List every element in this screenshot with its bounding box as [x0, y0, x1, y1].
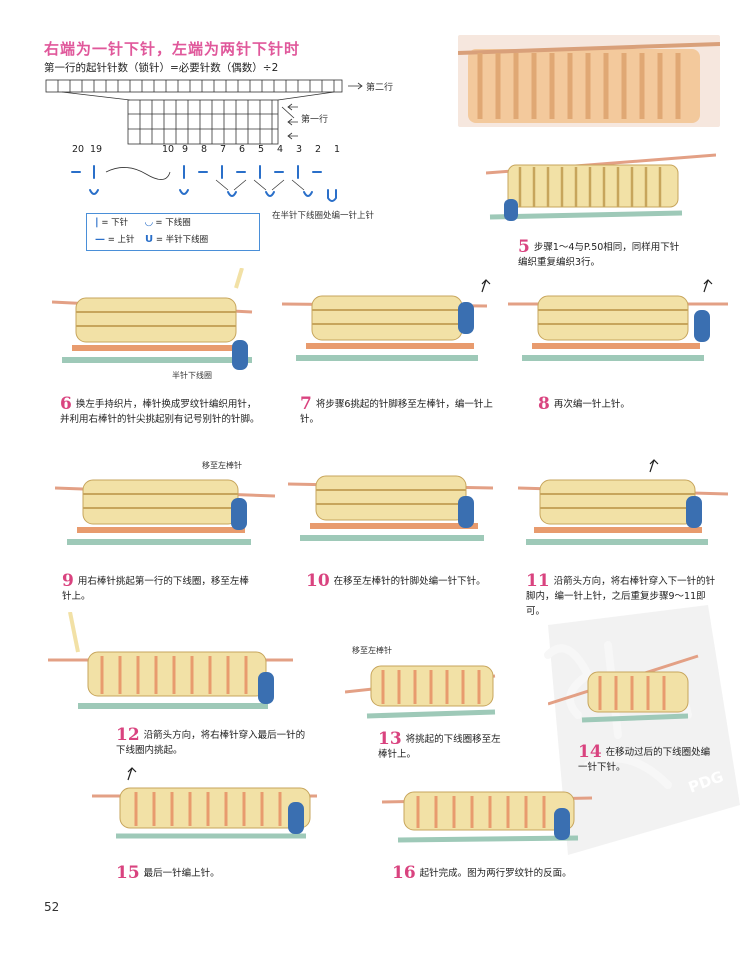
step9-illustration — [55, 450, 280, 565]
step-number: 11 — [526, 571, 550, 591]
step12-illustration — [48, 612, 298, 732]
stitch-number: 6 — [239, 144, 246, 155]
row1-label: 第一行 — [301, 115, 329, 125]
step-number: 9 — [62, 571, 74, 591]
step5-illustration — [486, 135, 716, 235]
stitch-number: 9 — [182, 144, 189, 155]
stitch-number: 1 — [334, 144, 341, 155]
step8-illustration — [508, 262, 733, 382]
stitch-chart — [45, 79, 363, 145]
row2-label: 第二行 — [366, 83, 394, 93]
page-title: 右端为一针下针，左端为两针下针时 — [44, 40, 301, 58]
legend-item-lower-loop: ◡ = 下线圈 — [145, 217, 191, 228]
page-number: 52 — [44, 900, 60, 914]
move-left-label-13: 移至左棒针 — [352, 646, 392, 655]
legend-item-purl: — = 上针 — [95, 234, 135, 245]
stitch-number-row: 20 19 10 9 8 7 6 5 4 3 2 1 — [58, 144, 341, 158]
move-left-label-9: 移至左棒针 — [202, 461, 242, 470]
stitch-number: 20 — [72, 144, 85, 155]
step6-illustration — [52, 268, 267, 388]
lower-loop-symbol-icon: ◡ — [145, 217, 153, 228]
step10-illustration — [288, 440, 498, 560]
stitch-number: 5 — [258, 144, 265, 155]
stitch-number: 7 — [220, 144, 227, 155]
step-number: 7 — [300, 394, 312, 414]
step-number: 10 — [306, 571, 330, 591]
step11-illustration — [518, 450, 733, 565]
legend: | = 下针 ◡ = 下线圈 — = 上针 U = 半针下线圈 — [86, 213, 260, 251]
ribbing-photo — [458, 35, 720, 127]
step14-illustration — [548, 632, 708, 742]
purl-symbol-icon: — — [95, 234, 105, 245]
step13-illustration — [345, 640, 505, 735]
legend-item-half-loop: U = 半针下线圈 — [145, 234, 209, 245]
step-number: 5 — [518, 237, 530, 257]
step-number: 15 — [116, 863, 140, 883]
step-number: 14 — [578, 742, 602, 762]
chart-note: 在半针下线圈处编一针上针 — [272, 211, 375, 221]
knit-symbol-icon: | — [95, 217, 99, 228]
step-number: 12 — [116, 725, 140, 745]
stitch-number: 19 — [90, 144, 103, 155]
step16-illustration — [382, 768, 597, 863]
step-number: 6 — [60, 394, 72, 414]
stitch-number: 10 — [162, 144, 175, 155]
formula-text: 第一行的起针针数（锁针）=必要针数（偶数）÷2 — [44, 62, 279, 74]
half-loop-label: 半针下线圈 — [172, 371, 212, 380]
stitch-number: 8 — [201, 144, 208, 155]
stitch-number: 4 — [277, 144, 284, 155]
step-number: 13 — [378, 729, 402, 749]
stitch-symbol-row — [71, 165, 337, 202]
stitch-number: 3 — [296, 144, 303, 155]
stitch-number: 2 — [315, 144, 322, 155]
step15-illustration — [92, 752, 322, 862]
step7-illustration — [282, 262, 497, 382]
legend-item-knit: | = 下针 — [95, 217, 129, 228]
step-number: 8 — [538, 394, 550, 414]
half-loop-symbol-icon: U — [145, 234, 154, 245]
step-number: 16 — [392, 863, 416, 883]
